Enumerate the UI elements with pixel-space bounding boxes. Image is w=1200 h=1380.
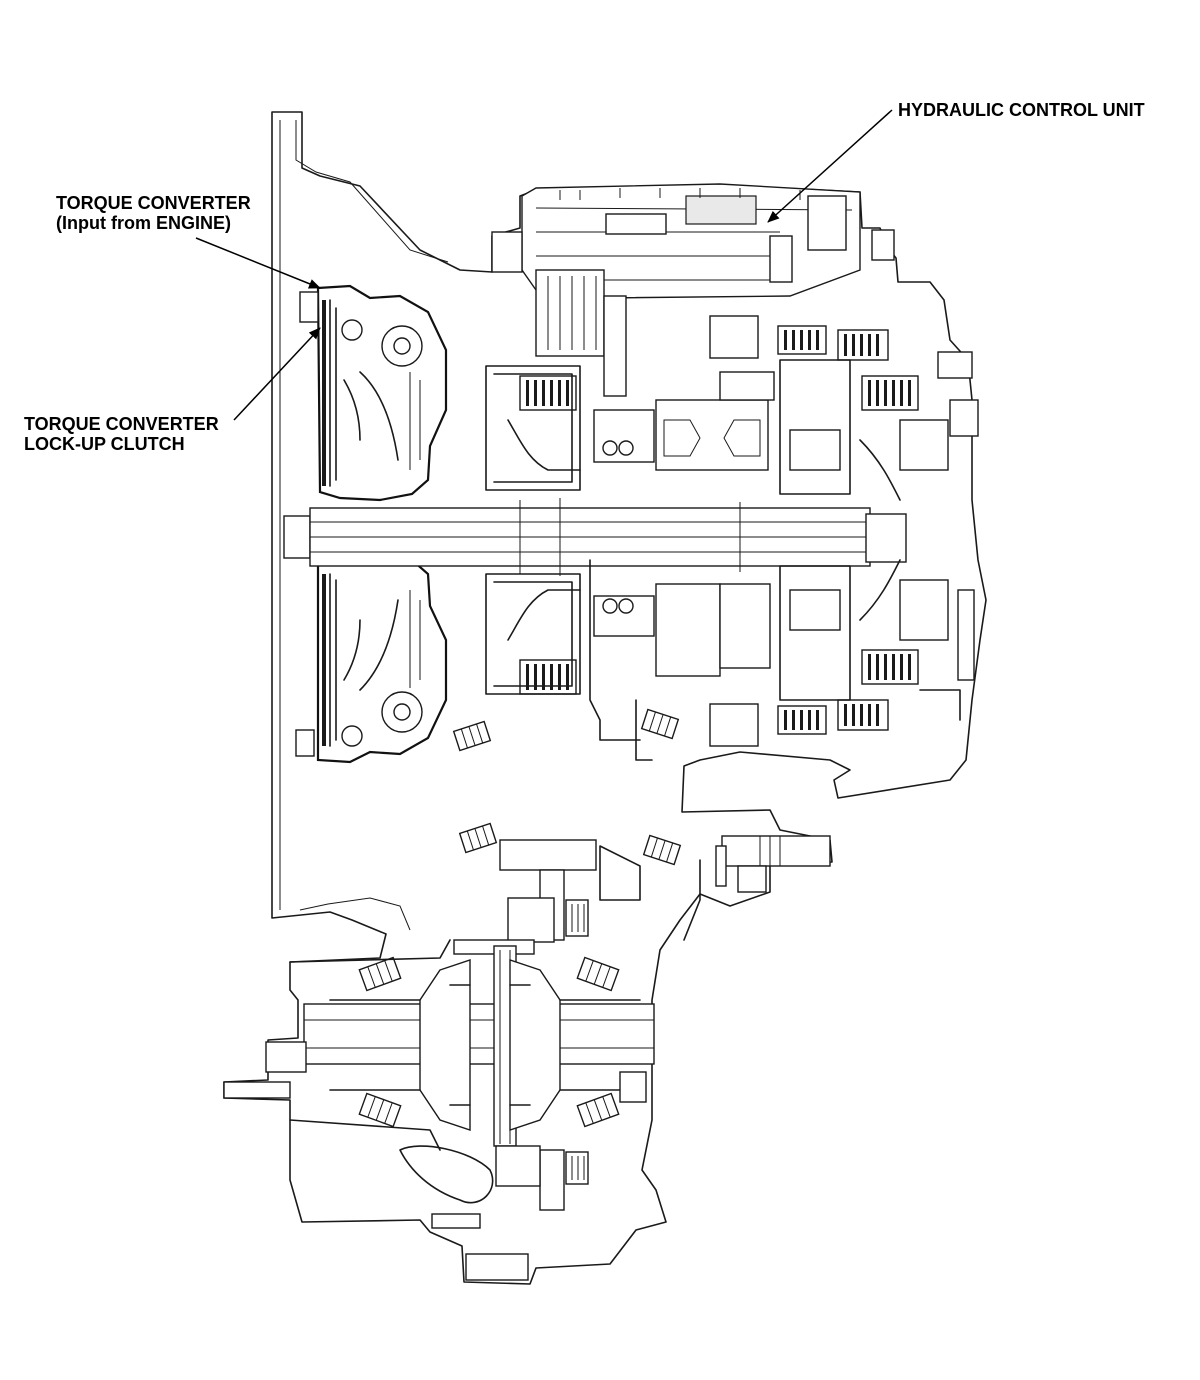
callout-torque-converter: TORQUE CONVERTER (Input from ENGINE) — [56, 193, 321, 289]
clutch-pack-5 — [861, 375, 919, 411]
clutch-pack-2 — [519, 659, 577, 695]
torque-converter — [295, 284, 448, 764]
lockup-clutch-label-line1: TORQUE CONVERTER — [24, 414, 219, 434]
torque-converter-label-line2: (Input from ENGINE) — [56, 213, 231, 233]
hydraulic-control-unit-leader — [767, 109, 893, 223]
parking-output-shaft — [715, 835, 831, 893]
main-shaft — [283, 498, 907, 576]
clutch-pack-1 — [519, 375, 577, 411]
clutch-pack-8 — [837, 699, 889, 731]
torque-converter-label-line1: TORQUE CONVERTER — [56, 193, 251, 213]
clutch-pack-7 — [777, 705, 827, 735]
hydraulic-control-unit-label: HYDRAULIC CONTROL UNIT — [898, 100, 1145, 120]
secondary-shaft — [499, 839, 701, 943]
gear-sets-and-drums — [485, 269, 979, 761]
lockup-clutch-label-line2: LOCK-UP CLUTCH — [24, 434, 185, 454]
torque-converter-leader — [195, 237, 321, 289]
bearings — [358, 708, 682, 1128]
lockup-clutch-leader — [233, 327, 321, 421]
clutch-pack-4 — [837, 329, 889, 361]
callout-hydraulic-control-unit: HYDRAULIC CONTROL UNIT — [767, 100, 1145, 223]
clutch-packs — [519, 325, 919, 735]
clutch-pack-6 — [861, 649, 919, 685]
clutch-pack-3 — [777, 325, 827, 355]
differential — [223, 939, 655, 1281]
callout-lockup-clutch: TORQUE CONVERTER LOCK-UP CLUTCH — [24, 327, 321, 454]
